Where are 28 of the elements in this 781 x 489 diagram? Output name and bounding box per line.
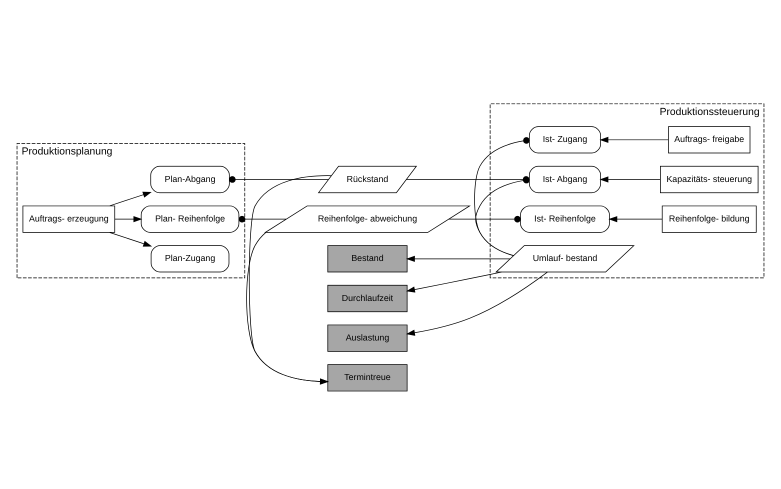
node-box: Auslastung bbox=[327, 324, 408, 352]
node-box: Bestand bbox=[327, 245, 408, 272]
arrow bbox=[406, 272, 502, 293]
arrow bbox=[600, 176, 661, 183]
arrow bbox=[608, 216, 662, 222]
node-box: Plan-Abgang bbox=[150, 166, 230, 194]
arrow bbox=[248, 175, 332, 385]
arrow bbox=[109, 232, 152, 247]
arrow bbox=[109, 192, 152, 206]
connector bbox=[448, 216, 521, 222]
connector bbox=[229, 176, 329, 183]
connector bbox=[238, 216, 286, 222]
arrow bbox=[406, 256, 510, 262]
arrow bbox=[114, 216, 142, 222]
node-box: Auftrags- erzeugung bbox=[22, 206, 116, 233]
node-box: Plan-Zugang bbox=[150, 245, 230, 272]
node-box: Kapazitäts- steuerung bbox=[660, 166, 758, 194]
arrow bbox=[600, 136, 669, 143]
node-box: Reihenfolge- bildung bbox=[662, 206, 757, 233]
node-box: Plan- Reihenfolge bbox=[140, 206, 240, 233]
arrow bbox=[246, 232, 329, 385]
node-box: Ist- Abgang bbox=[528, 166, 601, 194]
arrow bbox=[406, 272, 548, 336]
node-box: Auftrags- freigabe bbox=[668, 126, 750, 154]
node-box: Termintreue bbox=[327, 364, 408, 392]
node-box: Ist- Zugang bbox=[528, 126, 601, 154]
node-box: Ist- Reihenfolge bbox=[520, 206, 610, 233]
node-box: Durchlaufzeit bbox=[327, 284, 408, 312]
